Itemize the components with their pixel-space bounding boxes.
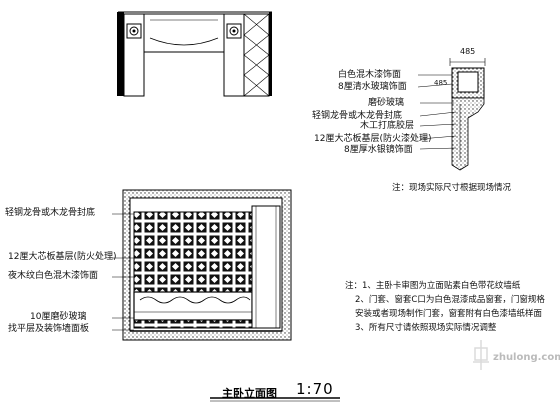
label-wood-base: 木工打底胶层 <box>360 121 415 131</box>
drawing-scale: 1:70 <box>296 380 334 398</box>
top-elevation <box>117 11 272 97</box>
note-line-4: 3、所有尺寸请依照现场实际情况调整 <box>355 323 497 333</box>
label-frosted-glass: 磨砂玻璃 <box>368 98 405 108</box>
label-leveling-layer: 找平层及装饰墙面板 <box>8 324 90 334</box>
watermark-text: zhulong.com <box>493 352 560 363</box>
label-keel-base-2: 轻钢龙骨或木龙骨封底 <box>5 208 96 218</box>
label-wood-paint: 夜木纹白色混木漆饰面 <box>8 271 99 281</box>
label-core-board-2: 12厘大芯板基层(防火处理) <box>8 252 117 262</box>
top-detail-note: 注：现场实际尺寸根据现场情况 <box>392 183 512 193</box>
drawing-title: 主卧立面图 <box>222 387 277 400</box>
section-detail <box>417 58 486 171</box>
label-mirror-finish: 8厘厚水银镜饰面 <box>344 145 413 155</box>
label-keel-base: 轻钢龙骨或木龙骨封底 <box>312 111 403 121</box>
watermark-logo <box>473 340 489 370</box>
label-clear-glass: 8厘清水玻璃饰面 <box>338 82 407 92</box>
note-line-3: 安装或者现场制作门套，窗套附有白色漆墙纸样面 <box>355 309 543 319</box>
note-line-1: 注：1、主卧卡审图为立面贴素白色带花纹墙纸 <box>345 281 521 291</box>
note-line-2: 2、门套、窗套C口为白色混漆成品窗套，门窗规格 <box>355 295 545 305</box>
dimension-485: 485 <box>460 47 476 56</box>
dimension-485-vertical: 485 <box>434 79 448 87</box>
label-core-board: 12厘大芯板基层(防火漆处理) <box>314 134 432 144</box>
bottom-elevation <box>112 189 292 341</box>
label-white-paint: 白色混木漆饰面 <box>338 70 402 80</box>
label-frosted-glass-2: 10厘磨砂玻璃 <box>30 312 87 322</box>
